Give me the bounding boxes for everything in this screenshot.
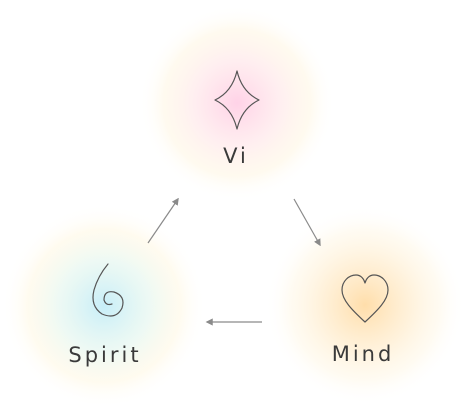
spiral-icon xyxy=(92,263,124,317)
arrow-left-to-top xyxy=(147,197,179,244)
node-label-mind: Mind xyxy=(331,342,395,366)
arrow-top-to-right xyxy=(293,198,321,247)
four-point-star-icon xyxy=(214,70,260,130)
heart-icon xyxy=(341,274,389,323)
right-node-glow xyxy=(265,205,465,405)
node-label-vi: Vi xyxy=(223,144,249,168)
left-node-glow xyxy=(2,204,206,408)
top-node-glow xyxy=(139,5,335,201)
node-label-spirit: Spirit xyxy=(68,343,142,367)
